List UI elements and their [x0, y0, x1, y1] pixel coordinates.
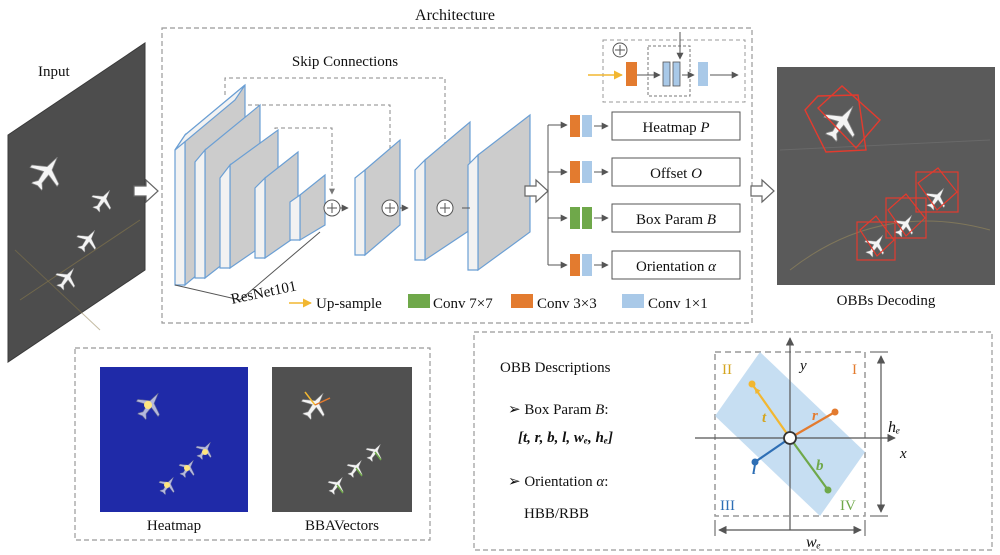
backbone-label: ResNet101: [230, 278, 299, 308]
bbavectors-caption: BBAVectors: [305, 518, 379, 534]
head-box-orientation: [611, 250, 741, 280]
legend-conv1: Conv 1×1: [648, 296, 708, 312]
architecture-box: [161, 27, 753, 324]
vector-r: [789, 411, 836, 439]
obbs-decoding-label: OBBs Decoding: [837, 293, 936, 309]
heatmap-caption: Heatmap: [147, 518, 201, 534]
quadrant-1: I: [852, 362, 857, 378]
legend: Up-sample Conv 7×7 Conv 3×3 Conv 1×1: [289, 294, 708, 312]
decoder-blocks: [354, 113, 531, 272]
head-name: Offset: [650, 166, 688, 182]
head-symbol: O: [691, 166, 702, 182]
legend-upsample: Up-sample: [316, 296, 382, 312]
axis-y-label: y: [798, 358, 807, 374]
obb-description-box: [473, 331, 993, 551]
svg-text:Heatmap P: Heatmap P: [642, 120, 709, 136]
head-box-box-param: [611, 203, 741, 233]
head-branches: [547, 121, 568, 269]
flow-arrow-heads: [524, 178, 549, 204]
box-param-line: ➢ Box Param B:: [508, 402, 609, 418]
encoder-blocks: [174, 83, 326, 287]
flow-arrow-input: [133, 178, 159, 204]
input-image: [7, 42, 146, 363]
vector-b: [789, 437, 829, 491]
orientation-line: ➢ Orientation α:: [508, 474, 608, 490]
upsample-inset: [588, 32, 746, 103]
vector-l: [754, 437, 791, 463]
heatmap-image: [100, 367, 248, 512]
obb-output-image: [777, 67, 995, 285]
head-output-boxes: Heatmap P Offset O Box Param B Orientati…: [611, 111, 741, 280]
backbone-bracket: [174, 231, 321, 301]
quadrant-4: IV: [840, 498, 856, 514]
legend-conv3: Conv 3×3: [537, 296, 597, 312]
center-point: [783, 431, 797, 445]
vector-l-label: l: [752, 462, 757, 478]
head-name: Box Param: [636, 212, 703, 228]
flow-arrow-output: [750, 178, 775, 204]
svg-text:Box Param B: Box Param B: [636, 212, 716, 228]
skip-connections-label: Skip Connections: [292, 54, 398, 70]
axis-x-label: x: [899, 446, 907, 462]
head-symbol: α: [708, 259, 717, 275]
svg-text:Offset O: Offset O: [650, 166, 702, 182]
head-name: Orientation: [636, 259, 705, 275]
box-param-vector: [t, r, b, l, wₑ, hₑ]: [518, 430, 613, 446]
architecture-title: Architecture: [415, 7, 495, 24]
head-box-heatmap: [611, 111, 741, 141]
head-box-offset: [611, 157, 741, 187]
svg-text:Orientation α: Orientation α: [636, 259, 717, 275]
fusion-nodes: [323, 199, 470, 217]
hbb-rbb-label: HBB/RBB: [524, 506, 589, 522]
head-symbol: B: [707, 212, 716, 228]
head-name: Heatmap: [642, 120, 696, 136]
vector-b-label: b: [816, 458, 824, 474]
head-symbol: P: [699, 120, 709, 136]
bbavectors-image: [272, 367, 412, 512]
legend-conv7: Conv 7×7: [433, 296, 493, 312]
bullet-icon: ➢: [508, 402, 521, 418]
height-label: hₑ: [888, 419, 900, 436]
quadrant-2: II: [722, 362, 732, 378]
visualization-box: [74, 347, 431, 541]
bullet-icon: ➢: [508, 474, 521, 490]
obb-descriptions-title: OBB Descriptions: [500, 360, 611, 376]
vector-t-label: t: [762, 410, 767, 426]
head-conv-blocks: [570, 115, 609, 276]
input-title: Input: [38, 64, 70, 80]
width-label: wₑ: [806, 534, 821, 551]
quadrant-3: III: [720, 498, 735, 514]
obb-geometry: x y I II III IV t r b l hₑ wₑ: [695, 337, 907, 551]
vector-r-label: r: [812, 408, 818, 424]
